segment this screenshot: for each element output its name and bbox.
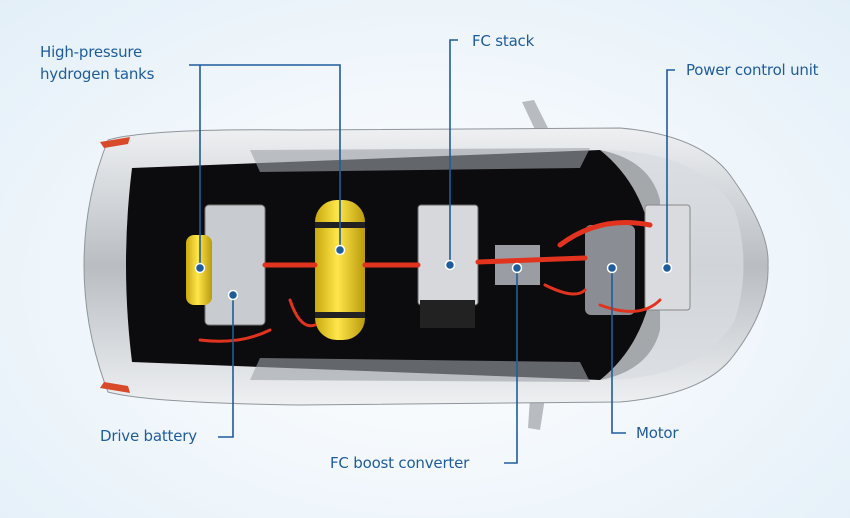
- fc-stack-base: [420, 300, 475, 328]
- leader-hydrogen-tanks: [189, 64, 341, 268]
- leader-dots: [194, 244, 673, 301]
- fc-stack-unit: [417, 204, 479, 306]
- leader-lines: [189, 39, 675, 464]
- roof-pillar-bottom: [250, 358, 590, 382]
- leader-fc-stack: [449, 39, 458, 265]
- roof-pillar: [250, 148, 590, 172]
- marker-dot: [194, 262, 206, 274]
- label-hydrogen-tanks: High-pressure hydrogen tanks: [40, 41, 154, 85]
- tail-light-top: [100, 137, 130, 148]
- tail-light-bottom: [100, 382, 130, 393]
- leader-motor: [611, 268, 626, 434]
- marker-dot: [227, 289, 239, 301]
- drive-battery-unit: [204, 204, 266, 326]
- leader-drive-battery: [218, 295, 234, 438]
- label-power-control-unit: Power control unit: [686, 61, 819, 79]
- label-hydrogen-tanks-line2: hydrogen tanks: [40, 65, 155, 83]
- high-voltage-cables: [198, 220, 662, 343]
- leader-power-control-unit: [666, 69, 675, 268]
- label-motor: Motor: [636, 424, 679, 442]
- marker-dot: [661, 262, 673, 274]
- label-hydrogen-tanks-line1: High-pressure: [40, 43, 143, 61]
- label-drive-battery: Drive battery: [100, 427, 197, 445]
- side-mirror-top: [522, 100, 550, 136]
- leader-fc-boost-converter: [504, 268, 518, 464]
- tank-strap: [315, 312, 365, 318]
- marker-dot: [606, 262, 618, 274]
- marker-dot: [511, 262, 523, 274]
- marker-dot: [334, 244, 346, 256]
- side-mirror-bottom: [528, 398, 545, 430]
- main-hydrogen-tank: [315, 200, 365, 340]
- label-fc-boost-converter: FC boost converter: [330, 454, 470, 472]
- marker-dot: [444, 259, 456, 271]
- label-fc-stack: FC stack: [472, 32, 535, 50]
